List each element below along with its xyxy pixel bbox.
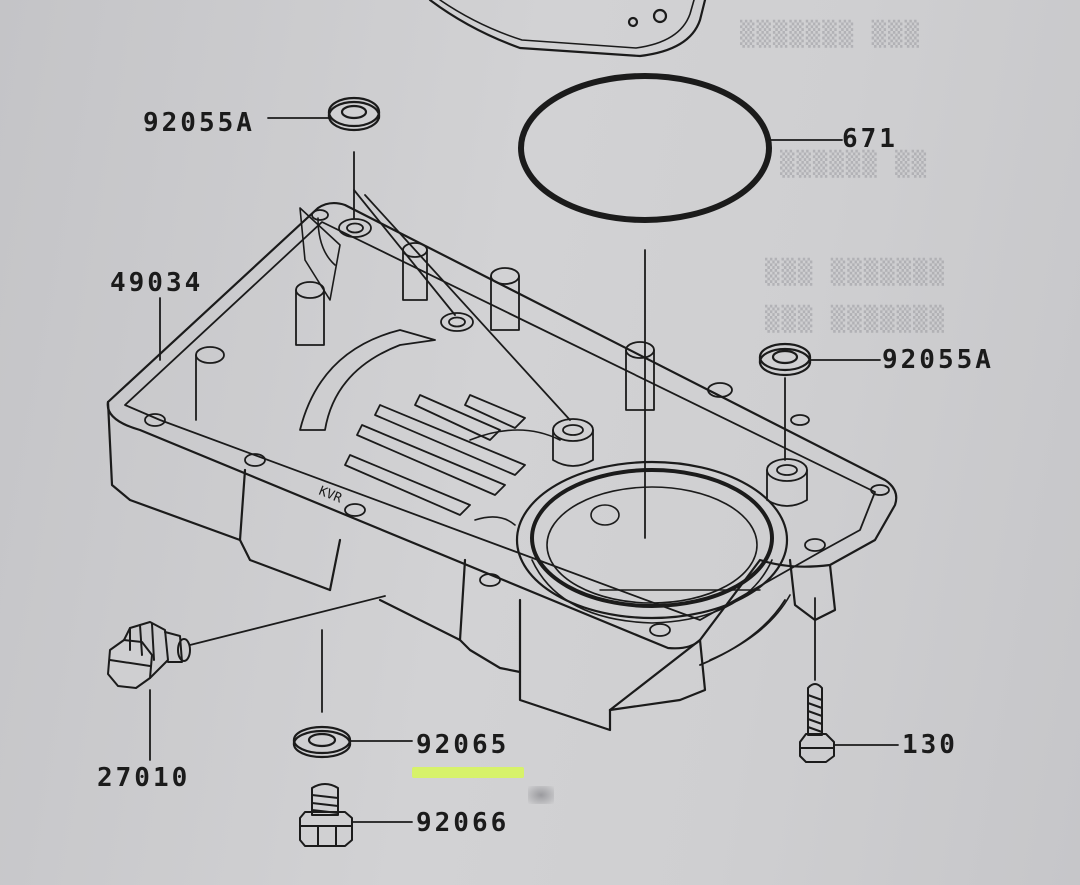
oil-pan-body: KVR [106,201,898,732]
label-130: 130 [902,730,958,760]
label-27010: 27010 [97,763,191,793]
washer-right-shape [758,342,812,377]
leader-lines [149,117,899,823]
drain-gasket-shape [292,725,352,759]
bleed-through-text: ▒▒▒▒▒▒ ▒▒ [780,150,929,178]
o-ring-shape [518,73,772,223]
bleed-through-text: ▒▒▒ ▒▒▒▒▒▒▒ [765,258,946,286]
label-92055a-top: 92055A [143,108,255,138]
bleed-through-text: ▒▒▒▒▒▒▒ ▒▒▒ [740,20,921,48]
label-92055a-right: 92055A [882,345,994,375]
washer-top-shape [327,96,381,132]
label-92065: 92065 [416,730,510,760]
upper-cover-edge [428,0,707,58]
bleed-through-text: ▒▒▒ ▒▒▒▒▒▒▒ [765,305,946,333]
highlight-underline [412,767,524,778]
bolt-shape [799,683,835,763]
smudge-mark [528,786,554,804]
label-92066: 92066 [416,808,510,838]
pressure-switch-shape [107,621,191,689]
label-671: 671 [842,124,898,154]
drain-plug-shape [299,783,353,847]
label-49034: 49034 [110,268,204,298]
